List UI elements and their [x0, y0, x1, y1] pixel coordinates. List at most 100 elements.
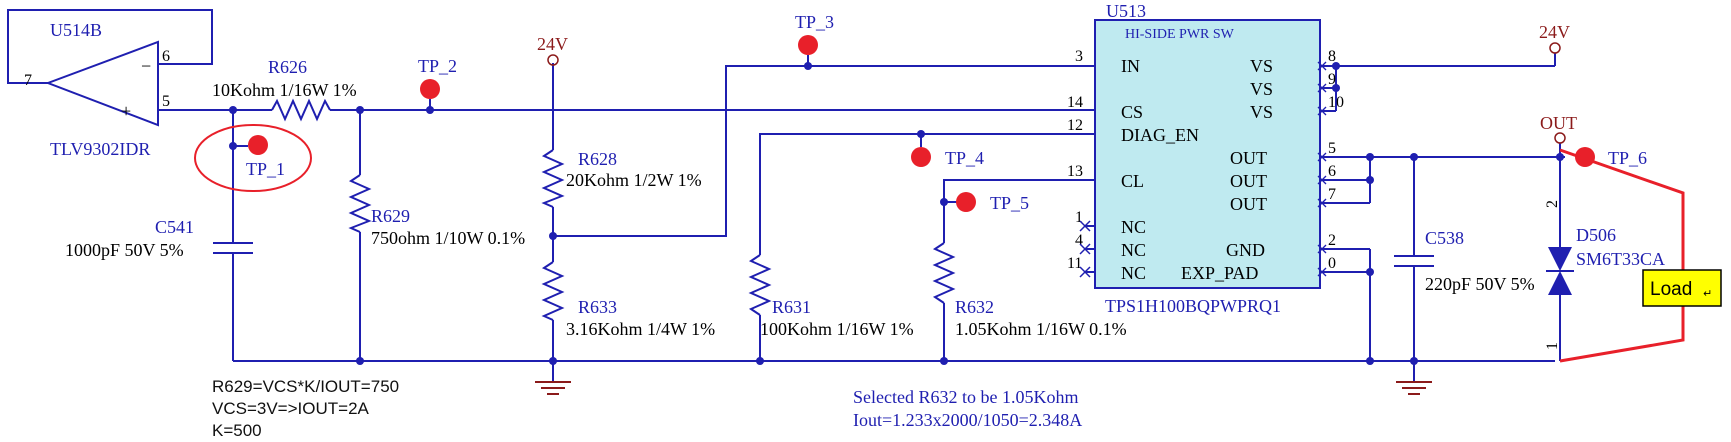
junctions — [229, 62, 1564, 365]
u513-lpin-name: NC — [1121, 263, 1146, 283]
u513-lpin-name: CS — [1121, 102, 1143, 122]
resistor-r633: R633 3.16Kohm 1/4W 1% — [541, 261, 715, 339]
u513-lpin-name: NC — [1121, 240, 1146, 260]
bottom-notes: Selected R632 to be 1.05Kohm Iout=1.233x… — [853, 387, 1082, 430]
capacitor-c541: C541 1000pF 50V 5% — [65, 217, 253, 260]
left-note-line: R629=VCS*K/IOUT=750 — [212, 377, 399, 396]
tp3-marker — [798, 35, 818, 55]
u513-lpin-name: NC — [1121, 217, 1146, 237]
opamp-symbol — [45, 40, 159, 127]
u513-rpin-num: 6 — [1328, 163, 1336, 180]
u513-value: TPS1H100BQPWPRQ1 — [1105, 296, 1281, 316]
r632-ref: R632 — [955, 297, 994, 317]
bottom-note-line: Selected R632 to be 1.05Kohm — [853, 387, 1078, 407]
r632-value: 1.05Kohm 1/16W 0.1% — [955, 319, 1127, 339]
u513-rpin-name: EXP_PAD — [1181, 263, 1258, 283]
u513-rpin-num: 5 — [1328, 140, 1336, 157]
tp5-label: TP_5 — [990, 193, 1029, 213]
c541-ref: C541 — [155, 217, 194, 237]
tp1-label: TP_1 — [246, 159, 285, 179]
vin-right-label: 24V — [1539, 22, 1570, 42]
resistor-r632: R632 1.05Kohm 1/16W 0.1% — [932, 242, 1127, 339]
load-box — [1642, 269, 1722, 307]
ic-u513-body — [1094, 19, 1321, 289]
r628-ref: R628 — [578, 149, 617, 169]
r633-ref: R633 — [578, 297, 617, 317]
out-port-label: OUT — [1540, 113, 1577, 133]
u513-rpin-name: OUT — [1230, 171, 1267, 191]
u513-rpin-name: VS — [1250, 102, 1273, 122]
u513-rpin-name: GND — [1226, 240, 1265, 260]
u513-rpin-name: VS — [1250, 56, 1273, 76]
diode-d506: D506 SM6T33CA 2 1 — [1544, 200, 1665, 350]
resistor-r626: R626 10Kohm 1/16W 1% — [212, 57, 357, 122]
opamp-u514b: − + U514B TLV9302IDR 7 6 5 — [7, 9, 233, 159]
r631-ref: R631 — [772, 297, 811, 317]
r629-ref: R629 — [371, 206, 410, 226]
power-ports: 24V 24V OUT — [537, 22, 1577, 144]
out-port — [1554, 132, 1566, 144]
test-points: TP_1 TP_2 TP_3 TP_4 TP_5 TP_6 — [194, 12, 1647, 213]
left-notes: R629=VCS*K/IOUT=750 VCS=3V=>IOUT=2A K=50… — [202, 372, 424, 442]
u513-lpin-name: IN — [1121, 56, 1140, 76]
u513-lpin-num: 1 — [1075, 209, 1083, 226]
load-wire — [1559, 148, 1685, 363]
opamp-pin-inm: 6 — [162, 48, 170, 65]
u513-rpin-num: 2 — [1328, 232, 1336, 249]
u513-rpin-num: 10 — [1328, 94, 1344, 111]
vin-left-label: 24V — [537, 34, 568, 54]
d506-pin-bottom: 1 — [1544, 342, 1561, 350]
bottom-note-line: Iout=1.233x2000/1050=2.348A — [853, 410, 1082, 430]
r631-value: 100Kohm 1/16W 1% — [760, 319, 914, 339]
wires — [232, 53, 1565, 382]
d506-pin-top: 2 — [1544, 200, 1561, 208]
u513-rpin-num: 9 — [1328, 71, 1336, 88]
u513-lpin-num: 14 — [1067, 94, 1083, 111]
tp1-marker — [248, 135, 268, 155]
tp4-marker — [911, 147, 931, 167]
u513-rpin-name: OUT — [1230, 148, 1267, 168]
opamp-minus-sign: − — [141, 56, 151, 76]
u513-title: HI-SIDE PWR SW — [1125, 27, 1235, 42]
r626-ref: R626 — [268, 57, 307, 77]
opamp-value: TLV9302IDR — [50, 139, 150, 159]
c538-ref: C538 — [1425, 228, 1464, 248]
u513-ref: U513 — [1106, 1, 1146, 21]
u513-lpin-name: DIAG_EN — [1121, 125, 1199, 145]
resistor-r629: R629 750ohm 1/10W 0.1% — [348, 174, 525, 248]
ic-u513: U513 HI-SIDE PWR SW TPS1H100BQPWPRQ1 3 I… — [1067, 1, 1344, 316]
in-net-wire — [553, 65, 1095, 237]
opamp-ref: U514B — [50, 20, 102, 40]
capacitor-c538: C538 220pF 50V 5% — [1394, 228, 1535, 294]
tp1-highlight-circle — [194, 124, 312, 192]
ground-symbol-2 — [1396, 381, 1432, 395]
u513-rpin-num: 8 — [1328, 48, 1336, 65]
u513-rpin-num: 0 — [1328, 255, 1336, 272]
resistor-r628: R628 20Kohm 1/2W 1% — [541, 149, 702, 208]
r629-value: 750ohm 1/10W 0.1% — [371, 228, 525, 248]
tp2-marker — [420, 79, 440, 99]
resistor-r631: R631 100Kohm 1/16W 1% — [748, 254, 914, 339]
u513-rpin-num: 7 — [1328, 186, 1336, 203]
r626-value: 10Kohm 1/16W 1% — [212, 80, 357, 100]
load: Load ↵ — [1559, 148, 1722, 363]
left-note-line: K=500 — [212, 421, 262, 440]
tp5-marker — [956, 192, 976, 212]
tp4-label: TP_4 — [945, 148, 984, 168]
u513-lpin-num: 4 — [1075, 232, 1083, 249]
u513-lpin-name: CL — [1121, 171, 1144, 191]
c541-value: 1000pF 50V 5% — [65, 240, 184, 260]
opamp-pin-inp: 5 — [162, 93, 170, 110]
u513-lpin-num: 12 — [1067, 117, 1083, 134]
u513-rpin-name: VS — [1250, 79, 1273, 99]
r633-value: 3.16Kohm 1/4W 1% — [566, 319, 715, 339]
tp3-label: TP_3 — [795, 12, 834, 32]
opamp-feedback-wire — [7, 9, 213, 84]
load-label: Load — [1650, 279, 1692, 300]
u513-rpin-name: OUT — [1230, 194, 1267, 214]
c538-value: 220pF 50V 5% — [1425, 274, 1535, 294]
tp6-label: TP_6 — [1608, 148, 1647, 168]
opamp-pin-out: 7 — [24, 72, 32, 89]
u513-lpin-num: 11 — [1067, 255, 1082, 272]
